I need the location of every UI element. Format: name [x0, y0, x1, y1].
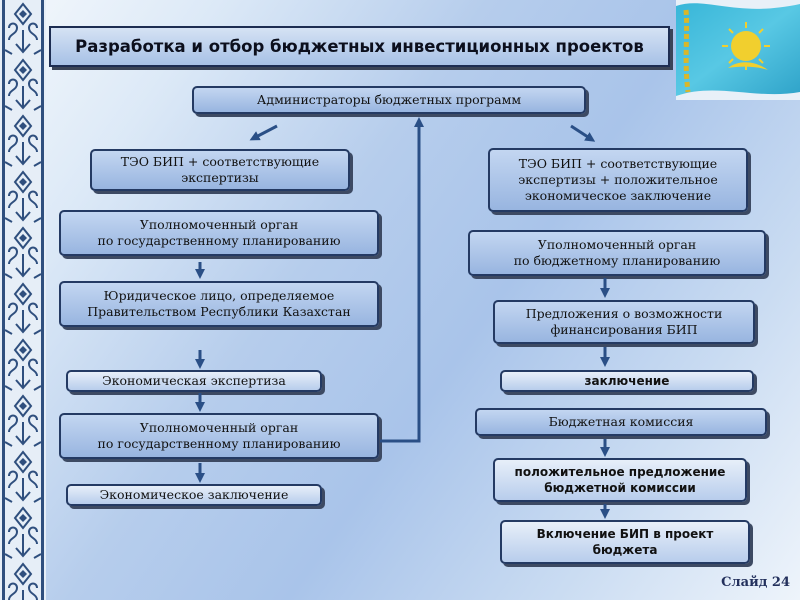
left-node-3: Юридическое лицо, определяемое Правитель… — [59, 281, 379, 327]
slide-title-text: Разработка и отбор бюджетных инвестицион… — [75, 37, 644, 56]
left-node-4: Экономическая экспертиза — [66, 370, 322, 392]
right-node-2-label: Уполномоченный орган по бюджетному плани… — [513, 237, 721, 268]
right-node-4: заключение — [500, 370, 754, 392]
right-node-3: Предложения о возможности финансирования… — [493, 300, 755, 344]
ornament-border-icon — [0, 0, 46, 600]
right-node-7: Включение БИП в проект бюджета — [500, 520, 750, 564]
right-node-5-label: Бюджетная комиссия — [548, 414, 694, 429]
arrow-top-to-left — [249, 124, 278, 141]
slide-number: Слайд 24 — [721, 575, 790, 590]
right-node-2: Уполномоченный орган по бюджетному плани… — [468, 230, 766, 276]
left-node-3-label: Юридическое лицо, определяемое Правитель… — [87, 288, 351, 319]
left-node-2-label: Уполномоченный орган по государственному… — [97, 217, 341, 248]
left-node-6-label: Экономическое заключение — [99, 487, 289, 502]
right-node-6-label: положительное предложение бюджетной коми… — [514, 465, 726, 495]
right-node-3-label: Предложения о возможности финансирования… — [525, 306, 723, 337]
slide-title: Разработка и отбор бюджетных инвестицион… — [49, 26, 670, 67]
left-node-2: Уполномоченный орган по государственному… — [59, 210, 379, 256]
right-node-1: ТЭО БИП + соответствующие экспертизы + п… — [488, 148, 748, 212]
kazakhstan-flag-icon — [676, 0, 800, 100]
node-administrators-label: Администраторы бюджетных программ — [256, 92, 522, 107]
left-node-6: Экономическое заключение — [66, 484, 322, 506]
left-node-1: ТЭО БИП + соответствующие экспертизы — [90, 149, 350, 191]
left-node-5: Уполномоченный орган по государственному… — [59, 413, 379, 459]
node-administrators: Администраторы бюджетных программ — [192, 86, 586, 114]
right-node-7-label: Включение БИП в проект бюджета — [536, 527, 714, 557]
left-node-1-label: ТЭО БИП + соответствующие экспертизы — [120, 154, 320, 185]
left-node-5-label: Уполномоченный орган по государственному… — [97, 420, 341, 451]
right-node-1-label: ТЭО БИП + соответствующие экспертизы + п… — [518, 156, 718, 203]
left-node-4-label: Экономическая экспертиза — [102, 373, 286, 388]
arrow-top-to-right — [570, 124, 596, 142]
right-node-5: Бюджетная комиссия — [475, 408, 767, 436]
arrow-loop-back — [380, 117, 424, 443]
right-node-4-label: заключение — [584, 374, 670, 388]
right-node-6: положительное предложение бюджетной коми… — [493, 458, 747, 502]
